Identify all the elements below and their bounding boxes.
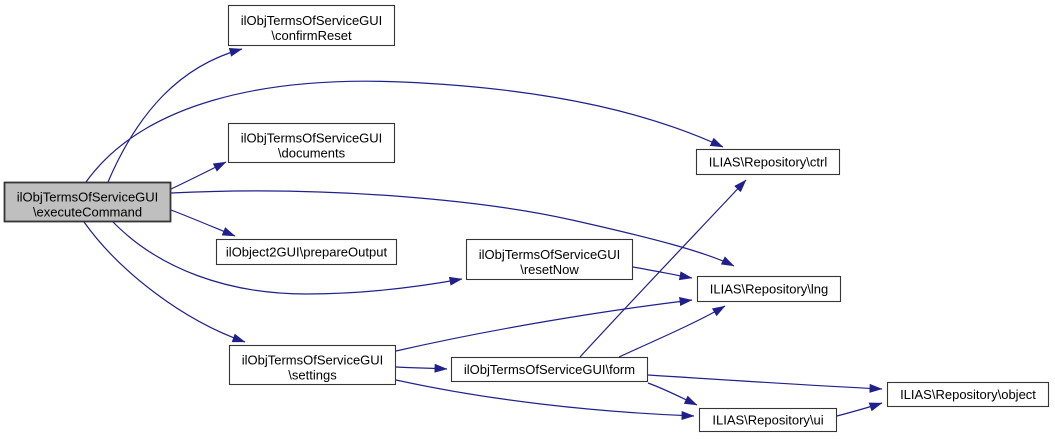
node-lng[interactable]: ILIAS\Repository\lng [696,275,842,303]
node-label: ilObjTermsOfServiceGUI [241,131,383,146]
node-label: ilObjTermsOfServiceGUI [479,247,621,262]
node-label: ilObjTermsOfServiceGUI [241,13,383,28]
node-label: \resetNow [520,262,579,277]
node-box [228,344,397,386]
node-label: ilObject2GUI\prepareOutput [226,245,388,260]
node-form[interactable]: ilObjTermsOfServiceGUI\form [450,356,649,383]
node-resetNow[interactable]: ilObjTermsOfServiceGUI\resetNow [465,238,634,281]
node-label: ilObjTermsOfServiceGUI\form [464,362,635,377]
node-box [227,4,396,47]
node-ui[interactable]: ILIAS\Repository\ui [698,407,838,433]
node-prepareOutput[interactable]: ilObject2GUI\prepareOutput [215,238,398,266]
node-box [465,238,634,281]
edge-settings-form [395,363,448,373]
node-label: \executeCommand [33,205,142,220]
node-ctrl[interactable]: ILIAS\Repository\ctrl [695,148,841,176]
edge-form-object [647,374,883,393]
edge-form-lng [618,305,726,358]
node-object[interactable]: ILIAS\Repository\object [886,381,1050,408]
edge-form-ui [647,382,698,406]
node-box [886,381,1050,408]
node-label: ILIAS\Repository\ui [712,413,823,428]
node-settings[interactable]: ilObjTermsOfServiceGUI\settings [228,344,397,386]
node-label: \settings [288,368,337,383]
edge-ui-object [836,402,883,417]
node-label: ILIAS\Repository\ctrl [709,155,828,170]
node-box [227,122,396,164]
edge-executeCommand-prepareOutput [170,209,236,237]
edge-executeCommand-documents [170,161,227,190]
edge-settings-ui [395,379,695,421]
node-label: ilObjTermsOfServiceGUI [242,353,384,368]
node-box [3,181,172,223]
node-label: ILIAS\Repository\lng [710,282,829,297]
node-label: ILIAS\Repository\object [900,387,1036,402]
node-documents[interactable]: ilObjTermsOfServiceGUI\documents [227,122,396,164]
node-box [696,275,842,303]
node-label: \confirmReset [271,28,352,43]
edge-resetNow-lng [632,266,693,281]
node-box [450,356,649,383]
node-label: \documents [278,146,346,161]
node-confirmReset[interactable]: ilObjTermsOfServiceGUI\confirmReset [227,4,396,47]
node-label: ilObjTermsOfServiceGUI [17,190,159,205]
edge-executeCommand-ctrl [85,80,724,183]
node-box [698,407,838,433]
edge-executeCommand-confirmReset [107,47,243,183]
node-box [215,238,398,266]
node-executeCommand[interactable]: ilObjTermsOfServiceGUI\executeCommand [3,181,172,223]
edge-settings-lng [395,297,693,352]
node-box [695,148,841,176]
